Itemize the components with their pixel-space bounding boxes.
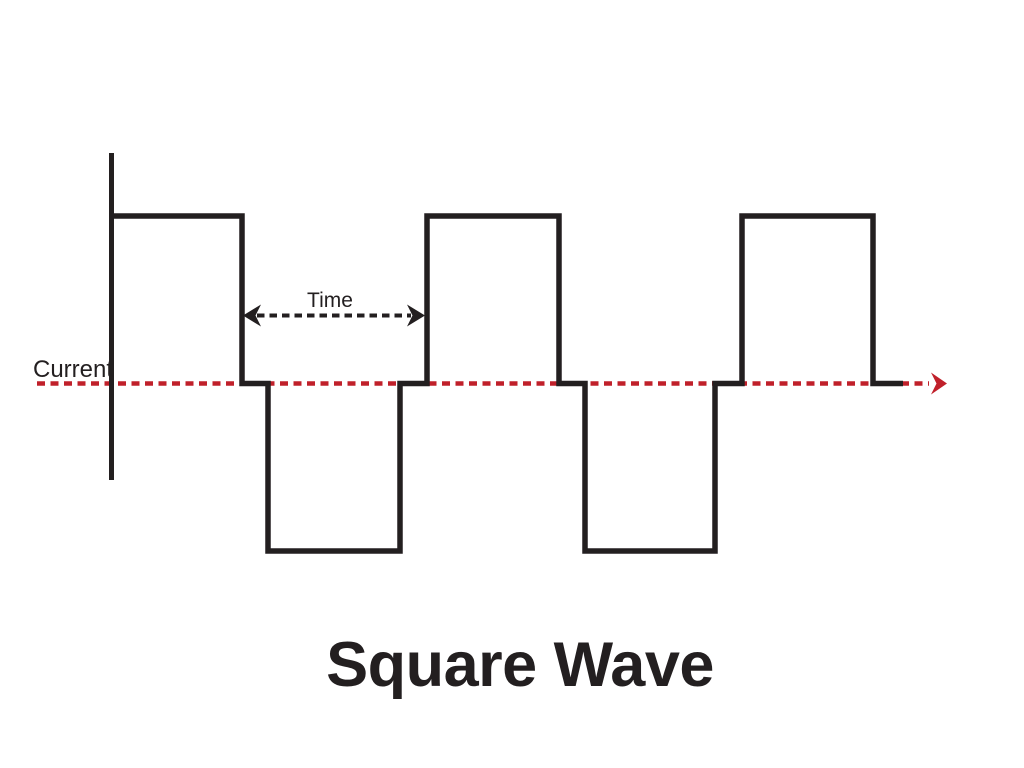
time-arrowhead-right-icon <box>407 304 425 327</box>
figure-title: Square Wave <box>326 630 714 700</box>
zero-line-arrowhead-icon <box>931 372 947 395</box>
square-wave-trace <box>111 213 903 554</box>
time-arrowhead-left-icon <box>243 304 261 327</box>
time-period-label: Time <box>307 289 353 312</box>
current-axis-label: Current <box>33 356 113 383</box>
